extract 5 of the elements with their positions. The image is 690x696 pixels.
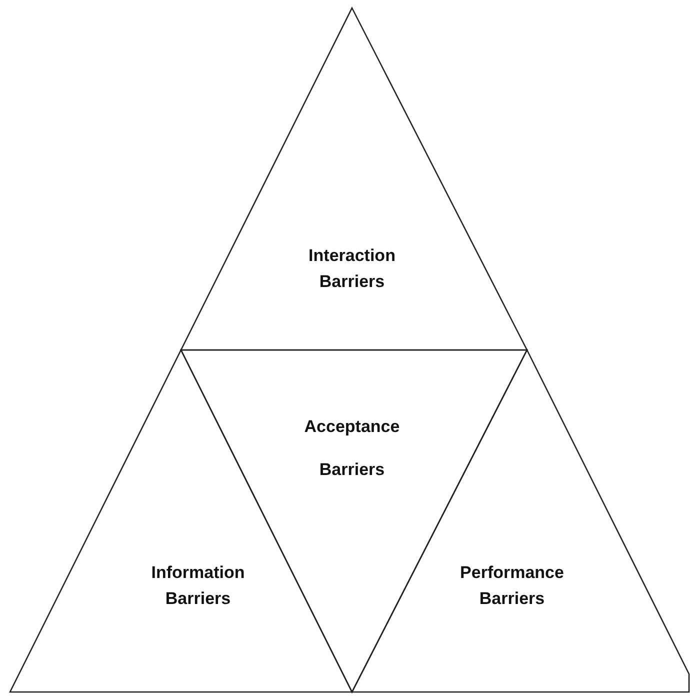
segment-label: Acceptance Barriers — [303, 416, 401, 481]
segment-label: Performance Barriers — [459, 562, 565, 610]
segment-label: Information Barriers — [150, 562, 246, 610]
segment-label: Interaction Barriers — [308, 245, 396, 293]
triangle-segment — [181, 8, 527, 350]
